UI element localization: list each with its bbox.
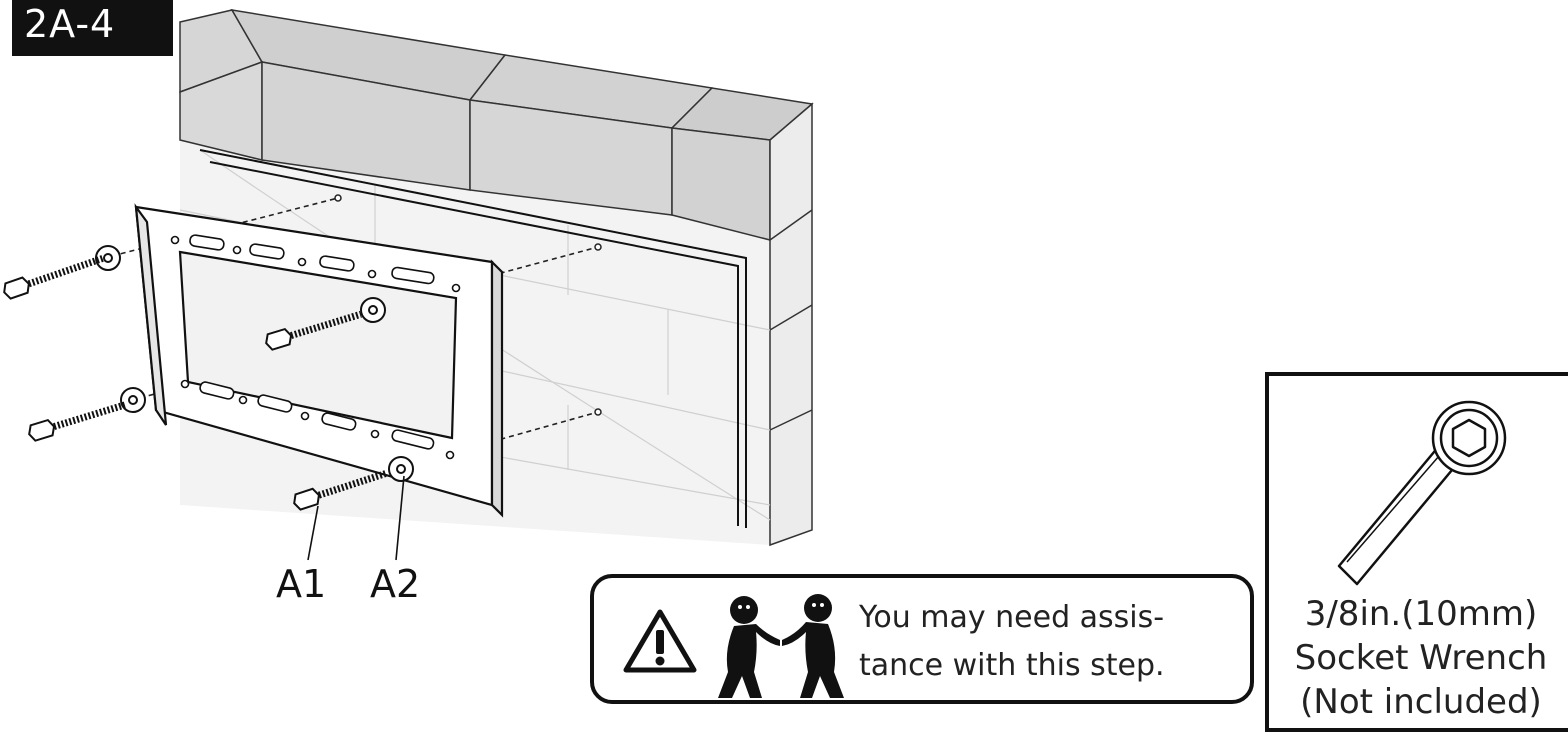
wall-side-face xyxy=(769,102,813,547)
tool-required-box: 3/8in.(10mm) Socket Wrench (Not included… xyxy=(1265,372,1568,732)
tool-text: 3/8in.(10mm) Socket Wrench (Not included… xyxy=(1281,592,1561,724)
notice-line-2: tance with this step. xyxy=(859,648,1165,683)
notice-line-1: You may need assis- xyxy=(859,600,1165,635)
tool-size: 3/8in.(10mm) xyxy=(1304,594,1538,634)
leader-lines xyxy=(307,475,405,561)
washers xyxy=(95,245,414,482)
installation-diagram xyxy=(3,9,814,561)
step-badge: 2A-4 xyxy=(12,0,173,56)
socket-wrench-icon xyxy=(1337,400,1507,586)
notice-text: You may need assis- tance with this step… xyxy=(859,594,1239,690)
tool-note: (Not included) xyxy=(1300,682,1542,722)
lag-screws xyxy=(3,255,387,511)
screw-label: A1 xyxy=(276,562,327,606)
assistance-notice: You may need assis- tance with this step… xyxy=(590,574,1254,704)
wall-top-bricks xyxy=(179,9,814,241)
drywall-edge xyxy=(199,149,747,528)
two-people-icon xyxy=(718,594,844,698)
wall-plate-slots xyxy=(170,234,461,460)
wall-plate xyxy=(134,203,504,518)
warning-triangle-icon xyxy=(623,609,697,673)
tool-name: Socket Wrench xyxy=(1294,638,1548,678)
washer-label: A2 xyxy=(370,562,421,606)
